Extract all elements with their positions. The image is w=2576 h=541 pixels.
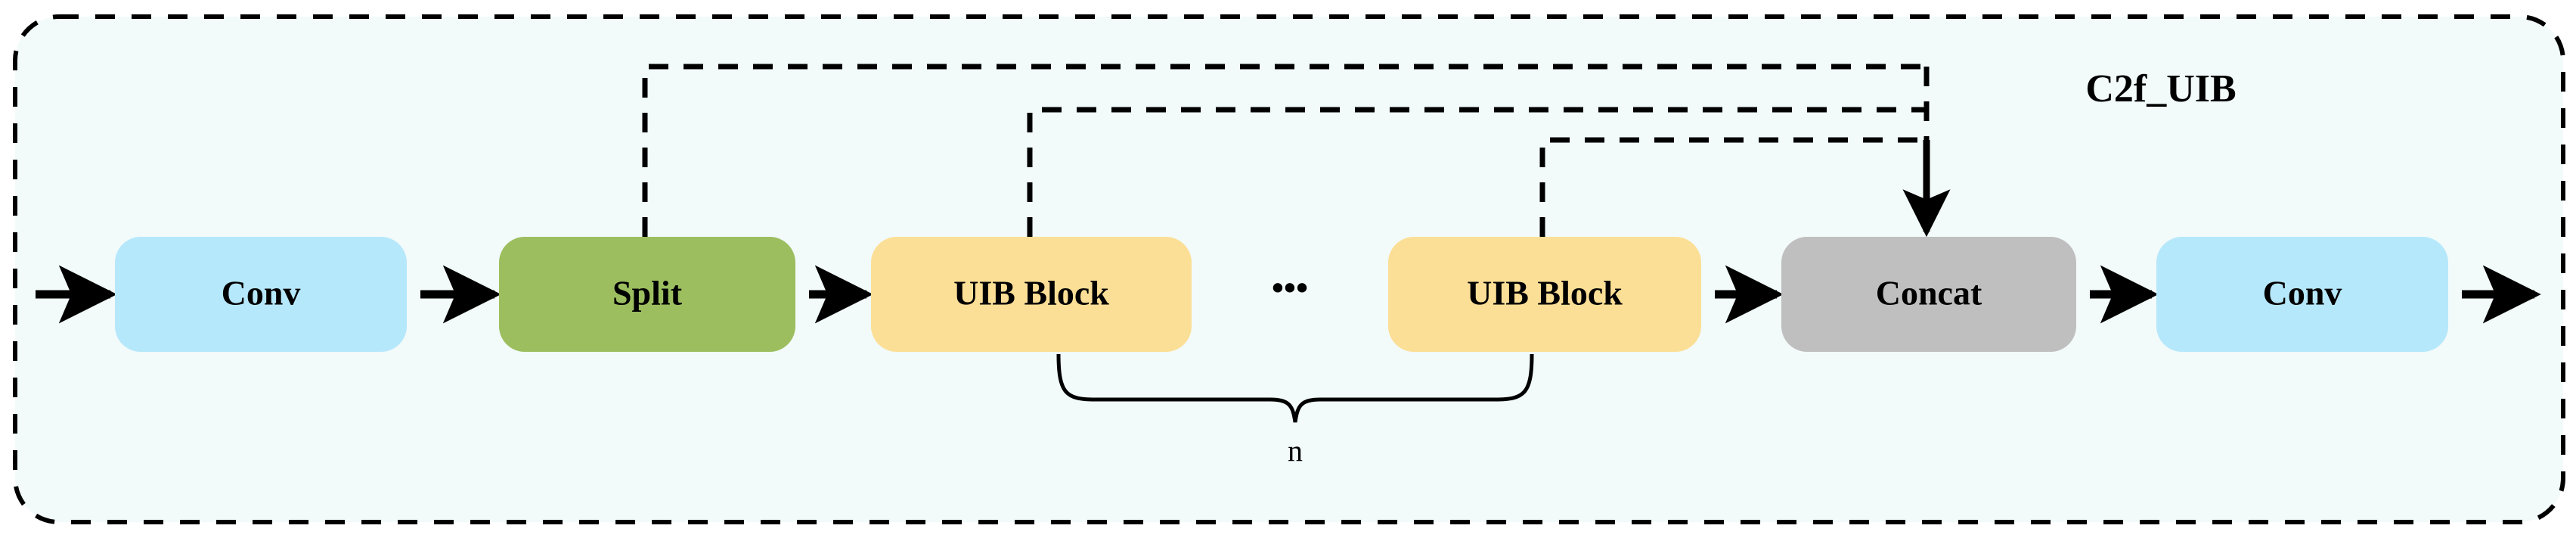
skip-connection-from-uib-last: [1539, 137, 1927, 237]
skip-connections-group: [642, 64, 1930, 237]
block-label-uib-first: UIB Block: [953, 274, 1109, 312]
block-split[interactable]: Split: [499, 237, 795, 352]
block-label-conv-output: Conv: [2263, 274, 2342, 312]
skip-connection-from-split: [642, 64, 1927, 237]
block-label-conv-input: Conv: [222, 274, 301, 312]
block-label-uib-last: UIB Block: [1467, 274, 1623, 312]
ellipsis-indicator: •••: [1272, 269, 1308, 307]
block-conv-output[interactable]: Conv: [2156, 237, 2448, 352]
block-conv-input[interactable]: Conv: [115, 237, 407, 352]
page-title: C2f_UIB: [2085, 67, 2236, 110]
block-label-split: Split: [612, 274, 683, 312]
block-uib-last[interactable]: UIB Block: [1388, 237, 1701, 352]
skip-connection-from-uib-first: [1027, 107, 1927, 237]
block-uib-first[interactable]: UIB Block: [871, 237, 1192, 352]
block-label-concat: Concat: [1876, 274, 1982, 312]
repeat-brace: [1056, 353, 1534, 423]
repeat-count-label: n: [1288, 434, 1303, 468]
block-concat[interactable]: Concat: [1781, 237, 2076, 352]
